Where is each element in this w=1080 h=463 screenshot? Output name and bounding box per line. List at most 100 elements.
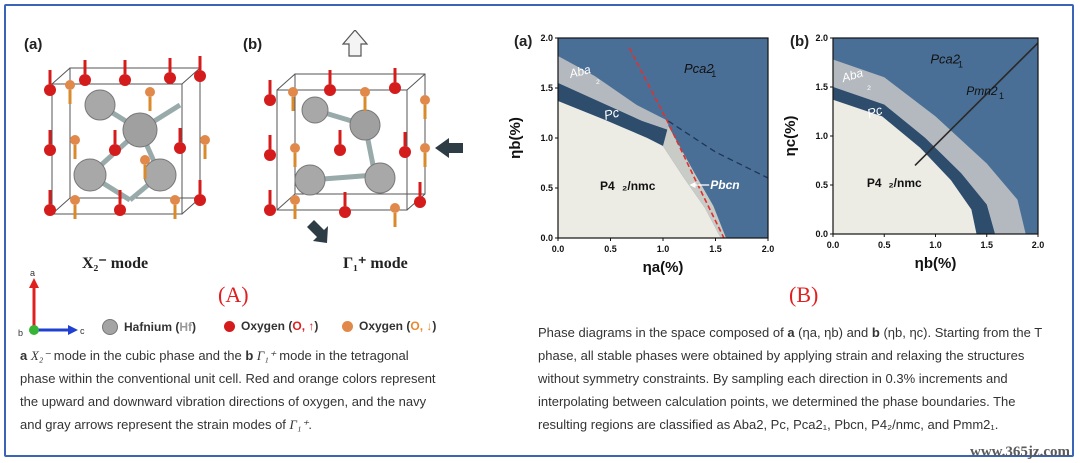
y-tick-label: 1.5 — [815, 82, 828, 92]
label-p42nmc: P4 — [867, 176, 882, 190]
caption-a-line2: phase within the conventional unit cell.… — [20, 371, 436, 386]
x-tick-label: 0.0 — [552, 244, 565, 254]
label-p42nmc: P4 — [600, 179, 615, 193]
boundary-pmm21-line — [914, 42, 1039, 166]
legend-hafnium-text: Hafnium ( — [124, 320, 180, 334]
oxygen-up-atoms — [44, 56, 206, 216]
x2-mode-label: X₂⁻ mode — [82, 255, 149, 272]
y-tick-label: 2.0 — [540, 33, 553, 43]
label-aba2: Aba — [839, 66, 865, 86]
legend-close-paren: ) — [432, 319, 437, 333]
y-tick-label: 1.5 — [540, 83, 553, 93]
label-pca21-sub: 1 — [958, 59, 963, 69]
y-tick-label: 1.0 — [815, 131, 828, 141]
region-pc — [833, 87, 995, 234]
region-aba2 — [558, 56, 669, 130]
legend-oxygen-up-text: Oxygen ( — [241, 319, 293, 333]
pbcn-pointer-head — [689, 182, 696, 188]
caption-a-line4: and gray arrows represent the strain mod… — [20, 417, 290, 432]
y-axis-title: ηb(%) — [507, 117, 524, 159]
y-tick-label: 2.0 — [815, 33, 828, 43]
caption-a-line1-end: mode in the tetragonal — [275, 348, 409, 363]
caption-a-bold-a: a — [20, 348, 31, 363]
hafnium-atoms — [294, 96, 396, 196]
panel-b-caption: Phase diagrams in the space composed of … — [538, 321, 1068, 436]
caption-b-line4: interpolating between calculation points… — [538, 394, 1016, 409]
caption-b-line3: without symmetry constraints. By samplin… — [538, 371, 1008, 386]
legend-close-paren: ) — [192, 320, 197, 334]
caption-b-line1-end: (ηb, ηc). Starting from the T — [879, 325, 1043, 340]
x-axis-title: ηa(%) — [643, 259, 684, 276]
hafnium-swatch — [102, 319, 118, 335]
region-aba2 — [833, 59, 1026, 235]
caption-a-bold-b: b — [245, 348, 257, 363]
legend-oxygen-up: Oxygen (O, ↑) — [224, 319, 318, 333]
axis-c-label: c — [80, 326, 85, 336]
label-pmm21-sub: 1 — [999, 91, 1004, 101]
oxygen-down-atoms — [65, 80, 210, 219]
oxygen-up-atoms — [264, 68, 426, 218]
caption-b-eta-ab: (ηa, ηb) and — [794, 325, 872, 340]
panel-b-label: (B) — [789, 282, 819, 307]
label-aba2-sub: ₂ — [867, 80, 871, 92]
caption-b-line1: Phase diagrams in the space composed of — [538, 325, 788, 340]
y-tick-label: 1.0 — [540, 133, 553, 143]
axis-a-label: a — [30, 268, 35, 278]
caption-a-line1: mode in the cubic phase and the — [50, 348, 246, 363]
label-pmm21: Pmn2 — [966, 84, 998, 98]
legend-close-paren: ) — [314, 319, 319, 333]
strain-arrow-up — [341, 30, 369, 57]
x-tick-label: 1.0 — [657, 244, 670, 254]
caption-b-bold-a: a — [787, 325, 795, 340]
legend-hf-symbol: Hf — [179, 320, 193, 334]
label-pbcn: Pbcn — [710, 178, 739, 192]
caption-b-bold-b: b — [871, 325, 880, 340]
label-p42nmc-rest: ₂/nmc — [622, 179, 656, 193]
x-tick-label: 1.5 — [980, 240, 993, 250]
caption-a-gamma1-end: Γ₁⁺ — [289, 417, 309, 432]
legend-oxygen-down: Oxygen (O, ↓) — [342, 319, 436, 333]
panel-a-label: (A) — [218, 282, 249, 307]
caption-a-line3: the upward and downward vibration direct… — [20, 394, 427, 409]
region-pbcn — [663, 126, 726, 238]
y-tick-label: 0.5 — [540, 183, 553, 193]
legend-o-up-symbol: O, ↑ — [292, 319, 315, 333]
legend-o-down-symbol: O, ↓ — [410, 319, 433, 333]
x-tick-label: 2.0 — [1032, 240, 1045, 250]
label-pca21: Pca2 — [684, 61, 714, 76]
label-aba2: Aba — [567, 62, 592, 81]
y-axis-title: ηc(%) — [782, 116, 799, 157]
x-axis-title: ηb(%) — [915, 255, 957, 272]
label-aba2-sub: ₂ — [596, 74, 600, 86]
caption-b-line5: resulting regions are classified as Aba2… — [538, 417, 999, 432]
caption-b-line2: phase, all stable phases were obtained b… — [538, 348, 1025, 363]
oxygen-down-atoms — [288, 87, 430, 227]
x-tick-label: 0.0 — [827, 240, 840, 250]
y-tick-label: 0.0 — [815, 229, 828, 239]
x-tick-label: 1.0 — [929, 240, 942, 250]
panel-a-sub-b-label: (b) — [243, 36, 263, 53]
legend-hafnium: Hafnium (Hf) — [102, 319, 196, 335]
label-pc: Pc — [602, 105, 621, 123]
x-tick-label: 1.5 — [709, 244, 722, 254]
gamma1-mode-label: Γ₁⁺ mode — [343, 255, 408, 272]
caption-a-x2: X₂⁻ — [30, 348, 51, 363]
region-p42nmc — [558, 101, 721, 238]
x-tick-label: 0.5 — [604, 244, 617, 254]
region-pc — [558, 83, 669, 146]
subpanel-label: (a) — [514, 33, 532, 50]
panel-a-caption: a X₂⁻ mode in the cubic phase and the b … — [20, 344, 500, 436]
y-tick-label: 0.5 — [815, 180, 828, 190]
region-p42nmc — [833, 99, 977, 235]
boundary-navy-dashed — [667, 120, 769, 179]
crystal-axes-indicator: a b c — [18, 268, 85, 338]
strain-arrow-left — [435, 138, 463, 158]
caption-a-period: . — [308, 417, 312, 432]
label-pc: Pc — [865, 102, 885, 121]
label-pca21: Pca2 — [930, 51, 960, 66]
label-pca21-sub: 1 — [711, 69, 716, 79]
crystal-structure-x2-mode — [44, 56, 210, 219]
hafnium-atoms — [73, 89, 177, 192]
